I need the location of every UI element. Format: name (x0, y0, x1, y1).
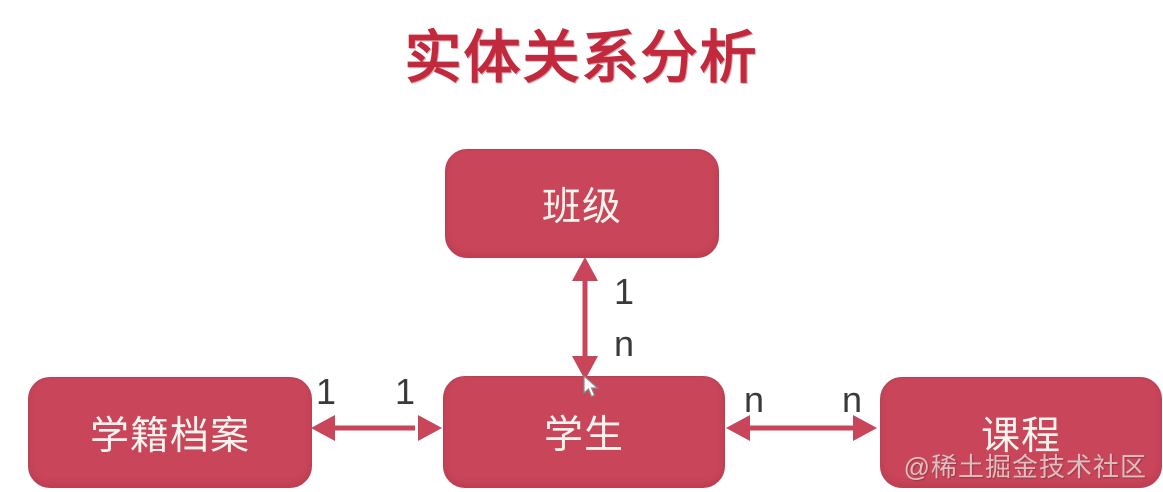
cardinality-class-side: 1 (613, 271, 635, 312)
entity-archive: 学籍档案 (28, 377, 312, 488)
watermark: @稀土掘金技术社区 (903, 452, 1147, 482)
mouse-cursor (583, 375, 600, 398)
entity-course: 课程 (880, 377, 1162, 488)
cardinality-student-side-right: n (743, 379, 765, 420)
cardinality-archive-side: 1 (315, 371, 337, 412)
arrow-class-student (572, 257, 598, 380)
entity-student: 学生 (443, 376, 725, 488)
cardinality-student-side-top: n (613, 323, 635, 364)
entity-course-label: 课程 (980, 414, 1061, 458)
entity-student-label: 学生 (543, 414, 624, 457)
entity-class-label: 班级 (541, 185, 622, 229)
diagram-title: 实体关系分析 (404, 26, 759, 90)
cardinality-course-side: n (841, 379, 863, 420)
arrow-archive-student (311, 415, 442, 441)
entity-archive-label: 学籍档案 (89, 414, 250, 458)
cardinality-student-side-left: 1 (394, 371, 416, 412)
entity-class: 班级 (445, 149, 719, 258)
